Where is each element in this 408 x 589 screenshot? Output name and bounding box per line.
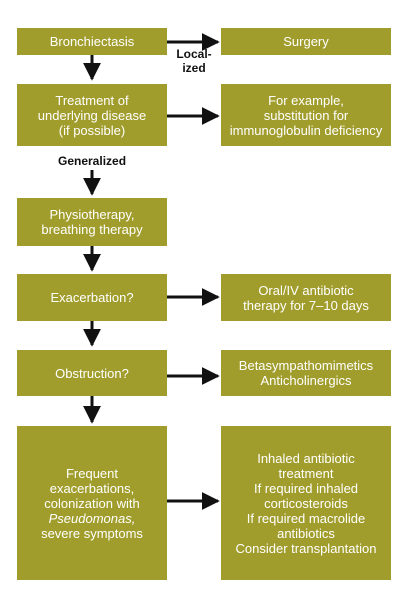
box-text: exacerbations,: [49, 480, 135, 496]
box-text: Exacerbation?: [50, 290, 134, 305]
box-inhaled-antibiotic: Inhaled antibiotic treatment If required…: [221, 426, 391, 580]
label-localized: Local- ized: [174, 47, 214, 75]
box-text: Physiotherapy,: [49, 207, 135, 222]
box-text: If required inhaled: [253, 480, 359, 496]
box-text: Oral/IV antibiotic: [258, 282, 354, 298]
box-text: therapy for 7–10 days: [243, 297, 369, 313]
box-text: colonization with: [44, 495, 140, 511]
box-text: antibiotics: [277, 525, 335, 541]
box-text: substitution for: [263, 107, 349, 123]
box-betasympathomimetics: Betasympathomimetics Anticholinergics: [221, 350, 391, 396]
label-localized-line1: Local-: [176, 47, 212, 61]
box-text: Inhaled antibiotic: [257, 450, 355, 466]
box-text: If required macrolide: [246, 510, 366, 526]
box-text: (if possible): [58, 122, 126, 138]
box-text: Anticholinergics: [260, 373, 352, 388]
box-text: Consider transplantation: [235, 540, 377, 556]
box-text: severe symptoms: [41, 525, 143, 541]
box-text: immunoglobulin deficiency: [229, 122, 383, 138]
box-text: underlying disease: [37, 107, 147, 123]
box-text: Pseudomonas,: [48, 510, 136, 526]
box-bronchiectasis: Bronchiectasis: [17, 28, 167, 55]
box-text: Obstruction?: [55, 365, 129, 381]
box-text: Surgery: [283, 34, 329, 49]
box-text: breathing therapy: [41, 222, 143, 237]
box-treatment-underlying: Treatment of underlying disease (if poss…: [17, 84, 167, 146]
label-generalized-text: Generalized: [58, 154, 127, 168]
box-exacerbation: Exacerbation?: [17, 274, 167, 321]
box-obstruction: Obstruction?: [17, 350, 167, 396]
box-antibiotic-therapy: Oral/IV antibiotic therapy for 7–10 days: [221, 274, 391, 321]
box-text: Frequent: [65, 465, 119, 481]
box-text: Bronchiectasis: [49, 34, 135, 49]
box-text: Treatment of: [55, 92, 129, 108]
box-surgery: Surgery: [221, 28, 391, 55]
box-physiotherapy: Physiotherapy, breathing therapy: [17, 198, 167, 246]
box-text: Betasympathomimetics: [238, 358, 374, 373]
box-frequent-exacerbations: Frequent exacerbations, colonization wit…: [17, 426, 167, 580]
label-localized-line2: ized: [182, 61, 206, 75]
box-immunoglobulin-substitution: For example, substitution for immunoglob…: [221, 84, 391, 146]
label-generalized: Generalized: [58, 154, 138, 168]
box-text: For example,: [268, 92, 344, 108]
box-text: treatment: [278, 465, 334, 481]
box-text: corticosteroids: [264, 495, 348, 511]
